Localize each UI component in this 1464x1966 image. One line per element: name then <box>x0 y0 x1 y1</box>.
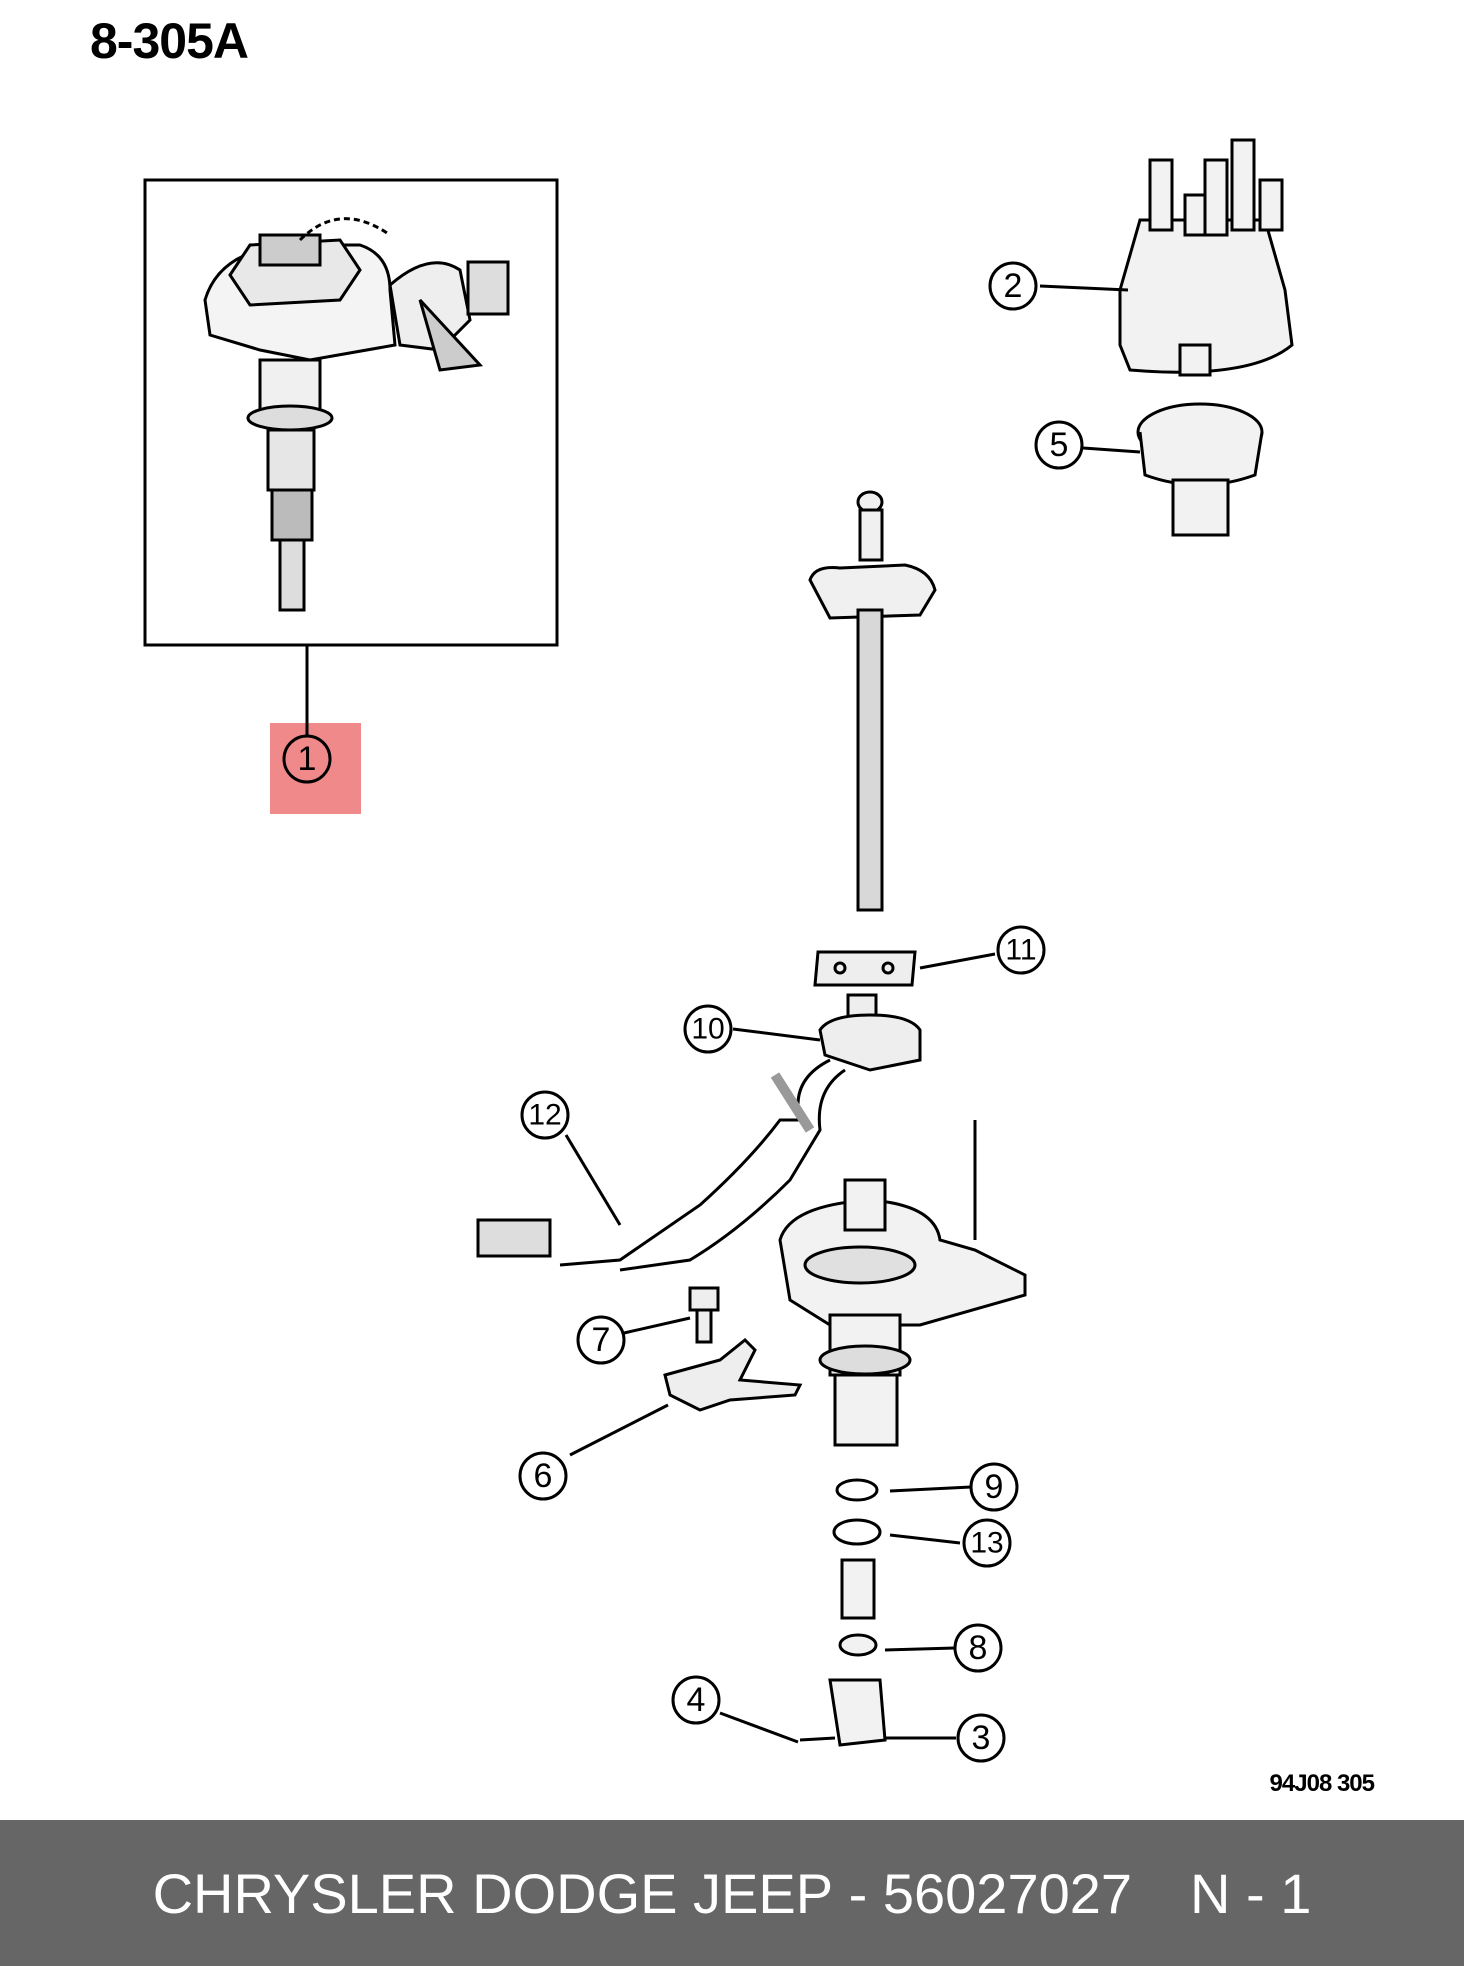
callout-8: 8 <box>953 1623 1003 1673</box>
distributor-cap <box>1118 138 1294 377</box>
callout-9: 9 <box>969 1462 1019 1512</box>
callout-5: 5 <box>1034 420 1084 470</box>
callout-11: 11 <box>996 925 1046 975</box>
callout-7: 7 <box>576 1315 626 1365</box>
distributor-housing <box>778 1120 1027 1447</box>
footer-bar: CHRYSLER DODGE JEEP - 56027027 N - 1 <box>0 1820 1464 1966</box>
callout-12: 12 <box>520 1090 570 1140</box>
holddown-bolt <box>688 1286 720 1344</box>
callout-label: 5 <box>1050 426 1069 464</box>
pickup-coil <box>818 993 922 1072</box>
callout-label: 2 <box>1004 267 1023 305</box>
callout-label: 8 <box>969 1629 988 1667</box>
footer-position: N - 1 <box>1190 1861 1312 1925</box>
callout-3: 3 <box>956 1713 1006 1763</box>
callout-2: 2 <box>988 261 1038 311</box>
callout-13: 13 <box>962 1518 1012 1568</box>
callout-label: 4 <box>687 1681 706 1719</box>
exploded-parts-diagram: 1 2 3 4 5 6 7 8 9 10 11 12 <box>143 138 1294 1763</box>
callout-label: 7 <box>592 1321 611 1359</box>
footer-part-number: 56027027 <box>882 1861 1133 1925</box>
callout-label: 6 <box>534 1457 553 1495</box>
holddown-clamp <box>663 1337 803 1412</box>
leader-lines <box>564 284 1141 1744</box>
rotor <box>1136 402 1264 537</box>
wiring-harness <box>476 1058 846 1272</box>
footer-separator: - <box>848 1861 868 1925</box>
callout-label: 1 <box>298 740 317 778</box>
page-title: 8-305A <box>90 13 249 69</box>
callout-label: 11 <box>1005 934 1036 967</box>
callout-label: 3 <box>972 1719 991 1757</box>
figure-code: 94J08 305 <box>1269 1770 1375 1797</box>
callout-label: 9 <box>985 1468 1004 1506</box>
callout-label: 10 <box>691 1013 724 1046</box>
footer-brand: CHRYSLER DODGE JEEP <box>152 1861 834 1925</box>
pickup-plate <box>813 950 917 987</box>
callout-6: 6 <box>518 1451 568 1501</box>
callout-4: 4 <box>671 1675 721 1725</box>
distributor-shaft <box>808 490 937 912</box>
lower-parts <box>799 1478 887 1747</box>
callout-10: 10 <box>683 1004 733 1054</box>
distributor-assembly-inset <box>143 178 559 647</box>
callout-label: 13 <box>970 1527 1003 1560</box>
callout-label: 12 <box>528 1099 561 1132</box>
callout-1: 1 <box>282 734 332 784</box>
